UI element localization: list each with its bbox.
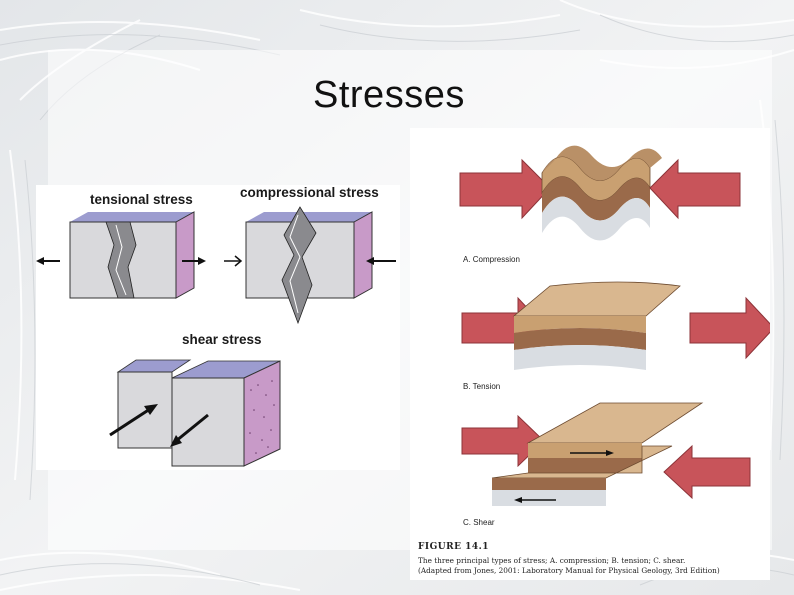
figure-caption: FIGURE 14.1 The three principal types of… (410, 540, 770, 580)
tensional-stress-label: tensional stress (90, 192, 193, 207)
tensional-block (69, 211, 195, 299)
compression-folded-layers (541, 145, 662, 241)
compressional-left-arrow (224, 255, 243, 267)
tensional-left-arrow (36, 257, 60, 265)
compressional-right-arrow (366, 257, 396, 265)
compressional-stress-label: compressional stress (240, 185, 379, 200)
shear-block-right (171, 360, 281, 467)
compression-left-arrow (459, 158, 551, 220)
tensional-right-arrow (182, 257, 206, 265)
figure-caption-line-2: (Adapted from Jones, 2001: Laboratory Ma… (418, 566, 720, 575)
tension-right-arrow (689, 296, 770, 360)
figure-caption-line-1: The three principal types of stress; A. … (418, 556, 686, 565)
shear-stress-label: shear stress (182, 332, 262, 347)
figure-number: FIGURE 14.1 (418, 542, 490, 552)
slide-title: Stresses (313, 74, 465, 116)
caption-shear: C. Shear (463, 518, 495, 527)
stress-blocks-illustration (36, 206, 396, 467)
shear-offset-layers (491, 402, 704, 506)
stress-diagram-panel: tensional stress compressional stress sh… (36, 185, 400, 470)
caption-tension: B. Tension (463, 382, 501, 391)
principal-stress-figure: A. Compression B. Tension C. Shear (410, 128, 770, 548)
caption-compression: A. Compression (463, 255, 520, 264)
shear-block-left (116, 359, 192, 449)
compression-right-arrow (649, 158, 741, 220)
shear-front-arrow (663, 444, 751, 500)
compressional-block (245, 206, 373, 325)
tension-stretched-layers (512, 281, 681, 370)
shear-down-arrow (170, 413, 209, 447)
shear-up-arrow (109, 404, 158, 437)
stress-layers-illustration (459, 145, 770, 506)
